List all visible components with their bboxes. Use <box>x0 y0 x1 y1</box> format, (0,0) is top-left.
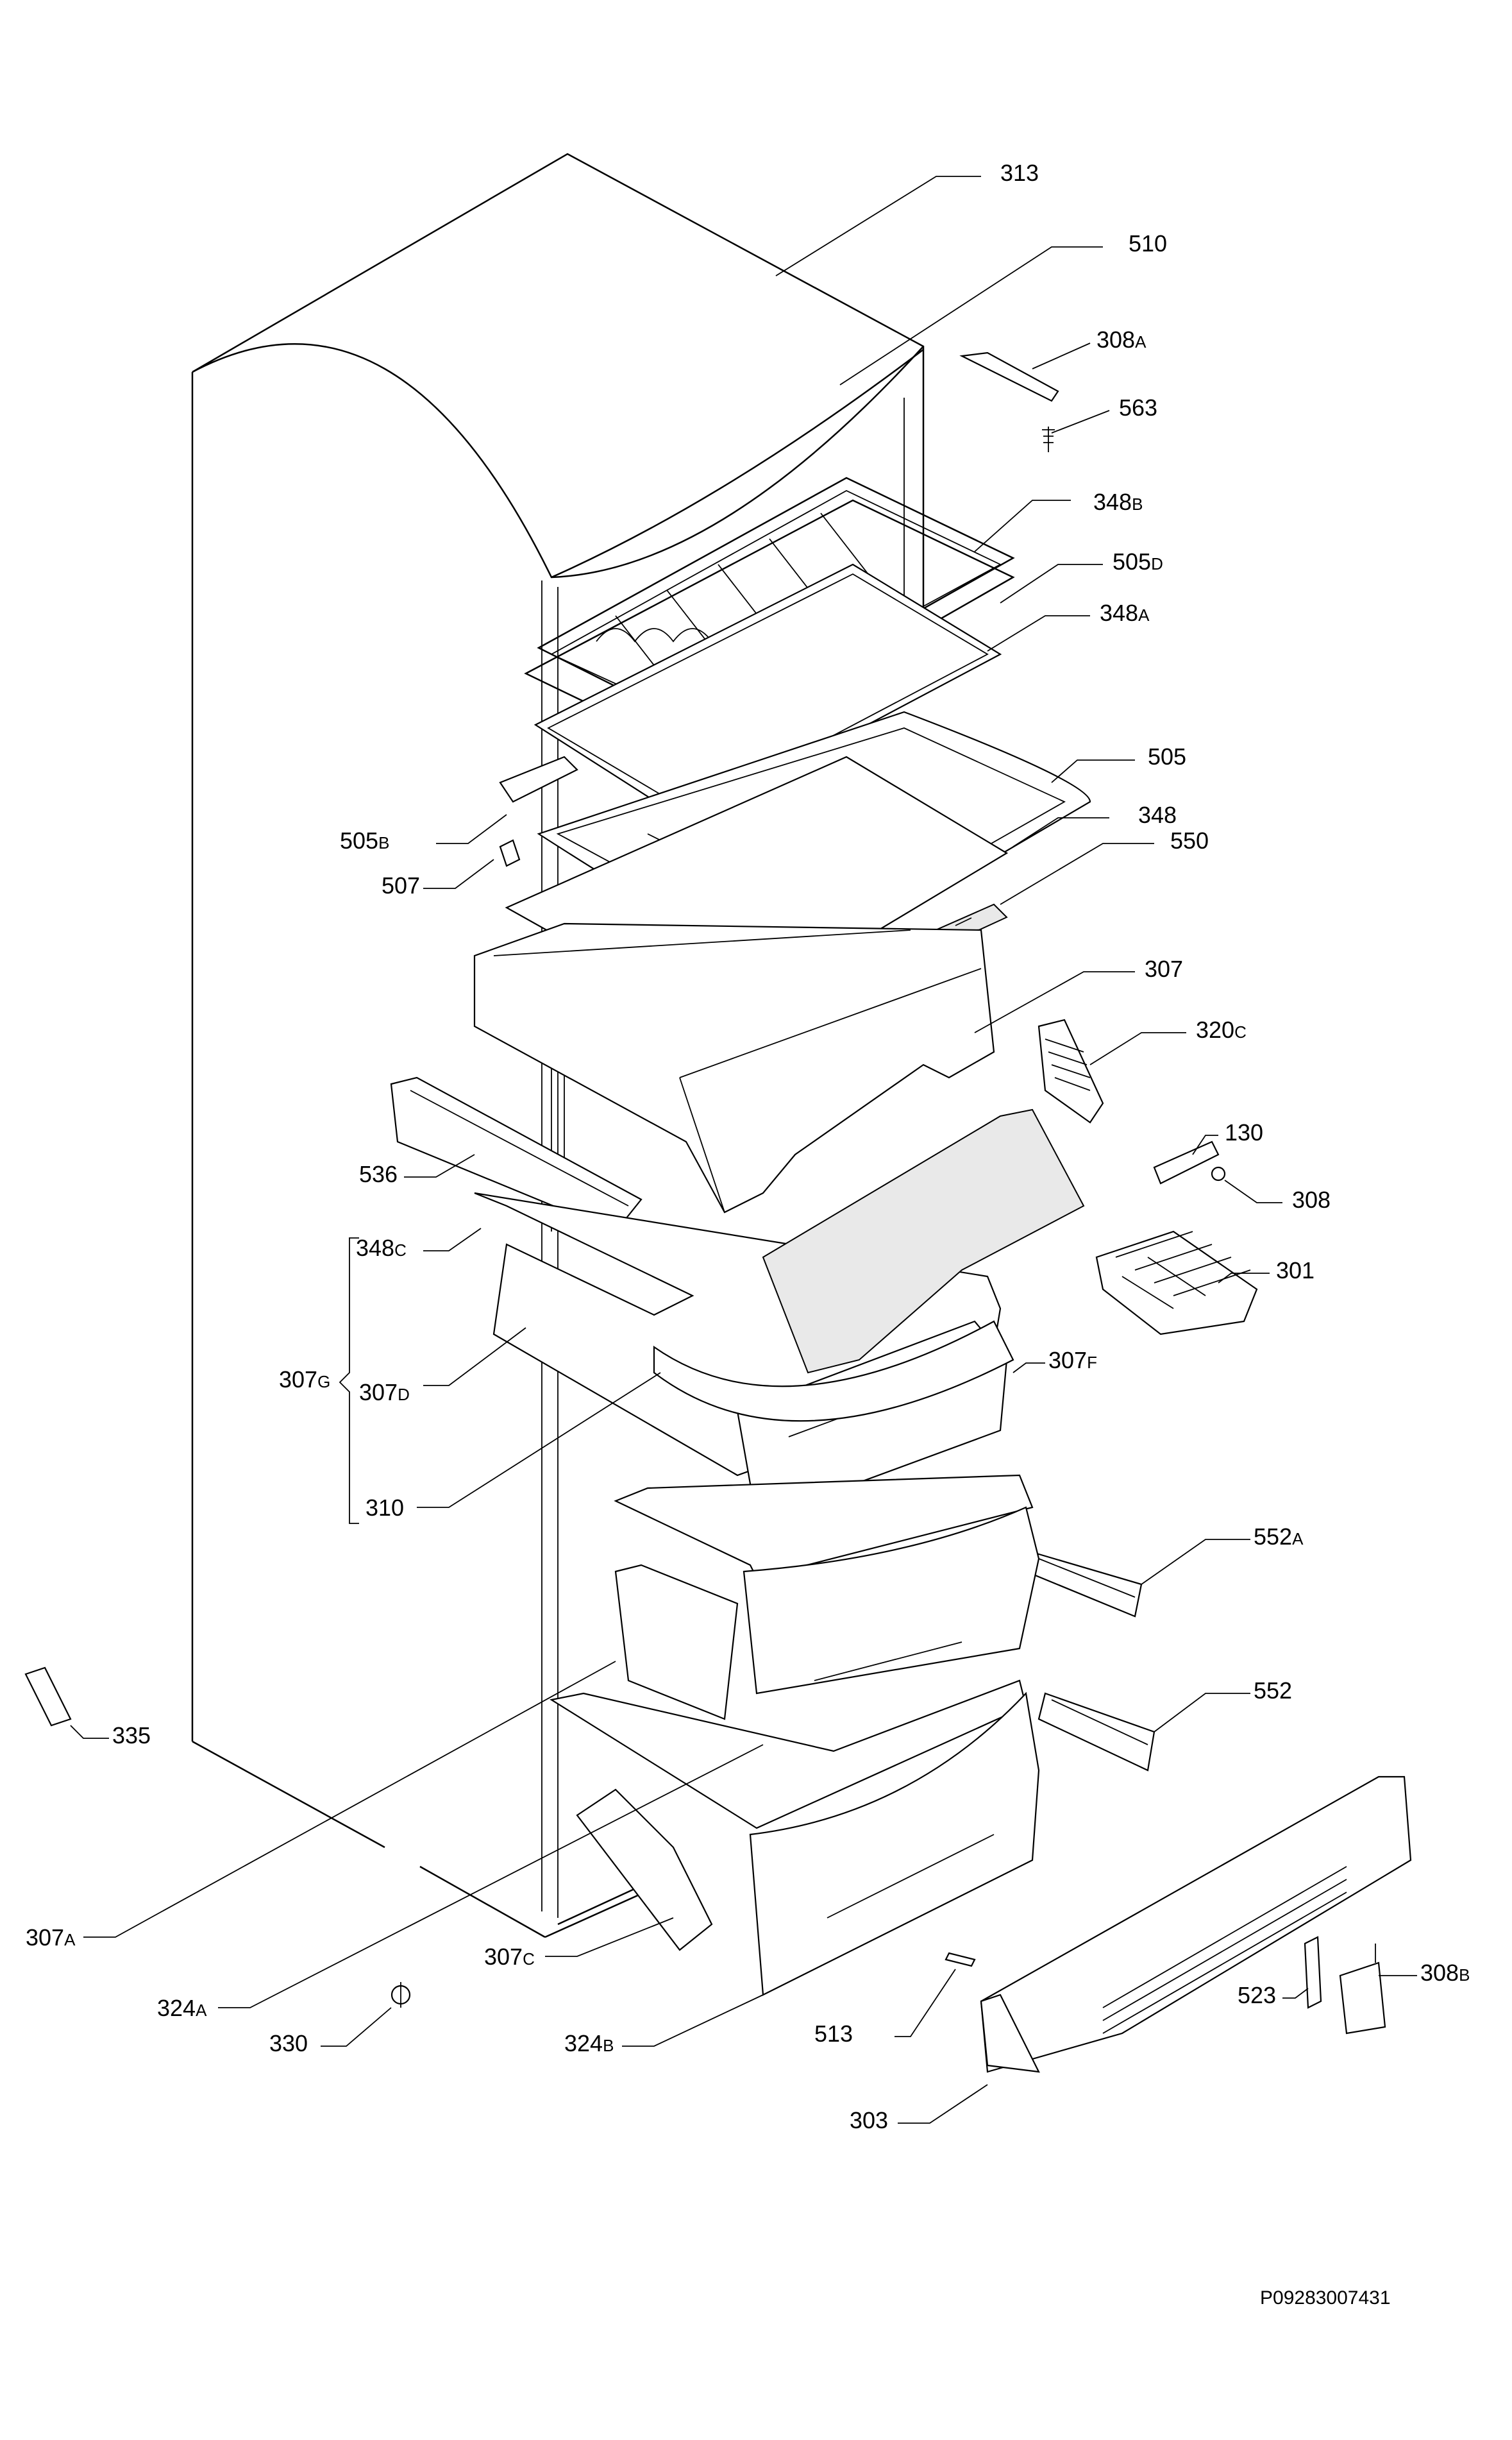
callout-320c: 320C <box>1196 1017 1247 1043</box>
callout-550: 550 <box>1170 827 1209 854</box>
callout-348c: 348C <box>356 1235 407 1261</box>
callout-308: 308 <box>1292 1187 1331 1213</box>
drawing-code: P09283007431 <box>1260 2287 1391 2309</box>
callout-523: 523 <box>1238 1982 1276 2008</box>
callout-507: 507 <box>382 872 420 899</box>
callout-307a: 307A <box>26 1924 76 1951</box>
small-parts-drawing <box>24 352 1386 2035</box>
crisper-drawing <box>473 922 995 1214</box>
callout-513: 513 <box>814 2021 853 2047</box>
callout-303: 303 <box>850 2107 888 2133</box>
callout-308a: 308A <box>1096 326 1147 353</box>
callout-324a: 324A <box>157 1995 207 2021</box>
callout-308b: 308B <box>1420 1960 1470 1986</box>
drawer-middle-drawing <box>614 1474 1040 1720</box>
callout-505: 505 <box>1148 743 1186 770</box>
callout-552: 552 <box>1254 1677 1292 1704</box>
plinth-drawing <box>980 1775 1412 2073</box>
callout-536: 536 <box>359 1161 398 1187</box>
callout-348: 348 <box>1138 802 1177 828</box>
callout-552a: 552A <box>1254 1523 1304 1550</box>
shelf-frame-drawing <box>524 499 1015 822</box>
hinge-parts-drawing <box>1153 1140 1226 1185</box>
callout-301: 301 <box>1276 1257 1315 1284</box>
tray-536-drawing <box>390 1076 643 1233</box>
callout-307g: 307G <box>279 1366 330 1393</box>
callout-348b: 348B <box>1093 489 1143 515</box>
leader-lines <box>70 176 1417 2124</box>
runner-552-drawing <box>1037 1692 1155 1772</box>
callout-335: 335 <box>112 1722 151 1749</box>
callout-307: 307 <box>1145 956 1183 982</box>
callout-505d: 505D <box>1113 548 1163 575</box>
runner-552a-drawing <box>1025 1551 1143 1618</box>
callout-307c: 307C <box>484 1944 535 1970</box>
callout-505b: 505B <box>340 827 389 854</box>
callout-348a: 348A <box>1100 600 1150 626</box>
callout-307f: 307F <box>1048 1347 1097 1373</box>
ice-tray-drawing <box>1095 1230 1258 1335</box>
callout-310: 310 <box>365 1495 404 1521</box>
callout-307d: 307D <box>359 1379 410 1405</box>
callout-130: 130 <box>1225 1119 1263 1146</box>
callout-313: 313 <box>1000 160 1039 186</box>
callout-510: 510 <box>1129 230 1167 257</box>
callout-labels: 313 510 308A 563 348B 505D 348A 505 505B… <box>26 160 1470 2133</box>
callout-324b: 324B <box>564 2030 614 2056</box>
grille-drawing <box>1037 1019 1104 1124</box>
callout-330: 330 <box>269 2030 308 2056</box>
drawer-upper-drawing <box>474 1108 1085 1521</box>
drawer-lower-drawing <box>550 1679 1040 1996</box>
callout-563: 563 <box>1119 394 1157 421</box>
